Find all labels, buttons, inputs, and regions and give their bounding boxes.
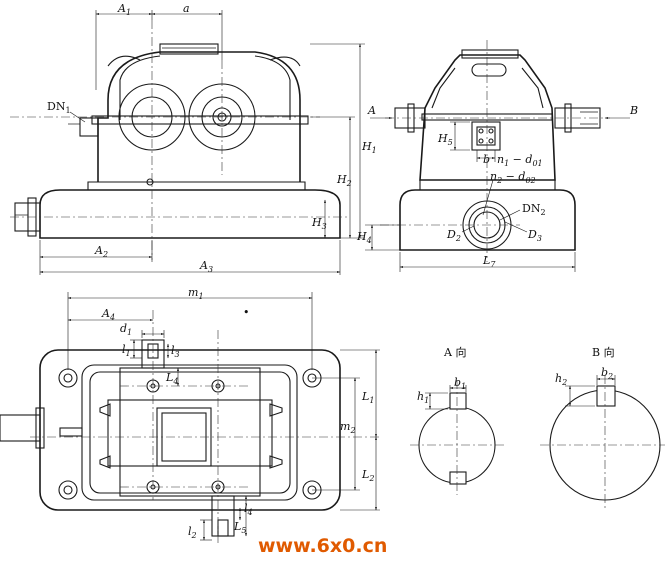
label-A1: A1: [117, 2, 131, 17]
label-l1: l1: [122, 343, 131, 358]
label-DN1: DN1: [47, 100, 71, 115]
side-view: [365, 40, 630, 272]
label-H2: H2: [336, 173, 352, 188]
label-A2: A2: [94, 244, 108, 259]
label-n1-d01: n1 − d01: [497, 153, 543, 168]
label-A-arrow: A: [367, 104, 376, 117]
label-B-arrow: B: [629, 104, 638, 117]
label-n2-d02: n2 − d02: [490, 170, 536, 185]
view-b-direction: [540, 375, 665, 510]
label-DN2: DN2: [522, 202, 546, 217]
label-view-B: B 向: [592, 345, 615, 359]
label-l3: l3: [171, 344, 180, 359]
label-D2: D2: [446, 228, 461, 243]
label-a: a: [183, 2, 190, 15]
decorative-mark: •: [243, 306, 250, 319]
label-L2: L2: [361, 468, 374, 483]
watermark-text: www.6x0.cn: [258, 535, 387, 557]
label-m1: m1: [188, 286, 204, 301]
label-D3: D3: [527, 228, 542, 243]
label-h2: h2: [555, 372, 567, 387]
label-L7: L7: [482, 254, 496, 269]
label-H5: H5: [437, 132, 453, 147]
label-L1: L1: [361, 390, 374, 405]
label-b: b: [483, 153, 490, 166]
label-L5: L5: [233, 520, 246, 535]
label-H3: H3: [311, 216, 327, 231]
label-A3: A3: [199, 259, 213, 274]
label-b2: b2: [601, 366, 613, 381]
label-A4: A4: [101, 307, 115, 322]
plan-view: [0, 292, 380, 545]
label-H1: H1: [361, 140, 377, 155]
view-a-direction: [410, 380, 505, 495]
label-d1: d1: [120, 322, 132, 337]
label-L4: L4: [165, 371, 178, 386]
label-m2: m2: [340, 420, 356, 435]
label-h1: h1: [417, 390, 429, 405]
label-l4: l4: [244, 502, 253, 517]
label-view-A: A 向: [443, 345, 466, 359]
label-l2: l2: [188, 525, 197, 540]
label-H4: H4: [356, 230, 372, 245]
label-b1: b1: [454, 376, 466, 391]
front-view: [10, 10, 365, 275]
